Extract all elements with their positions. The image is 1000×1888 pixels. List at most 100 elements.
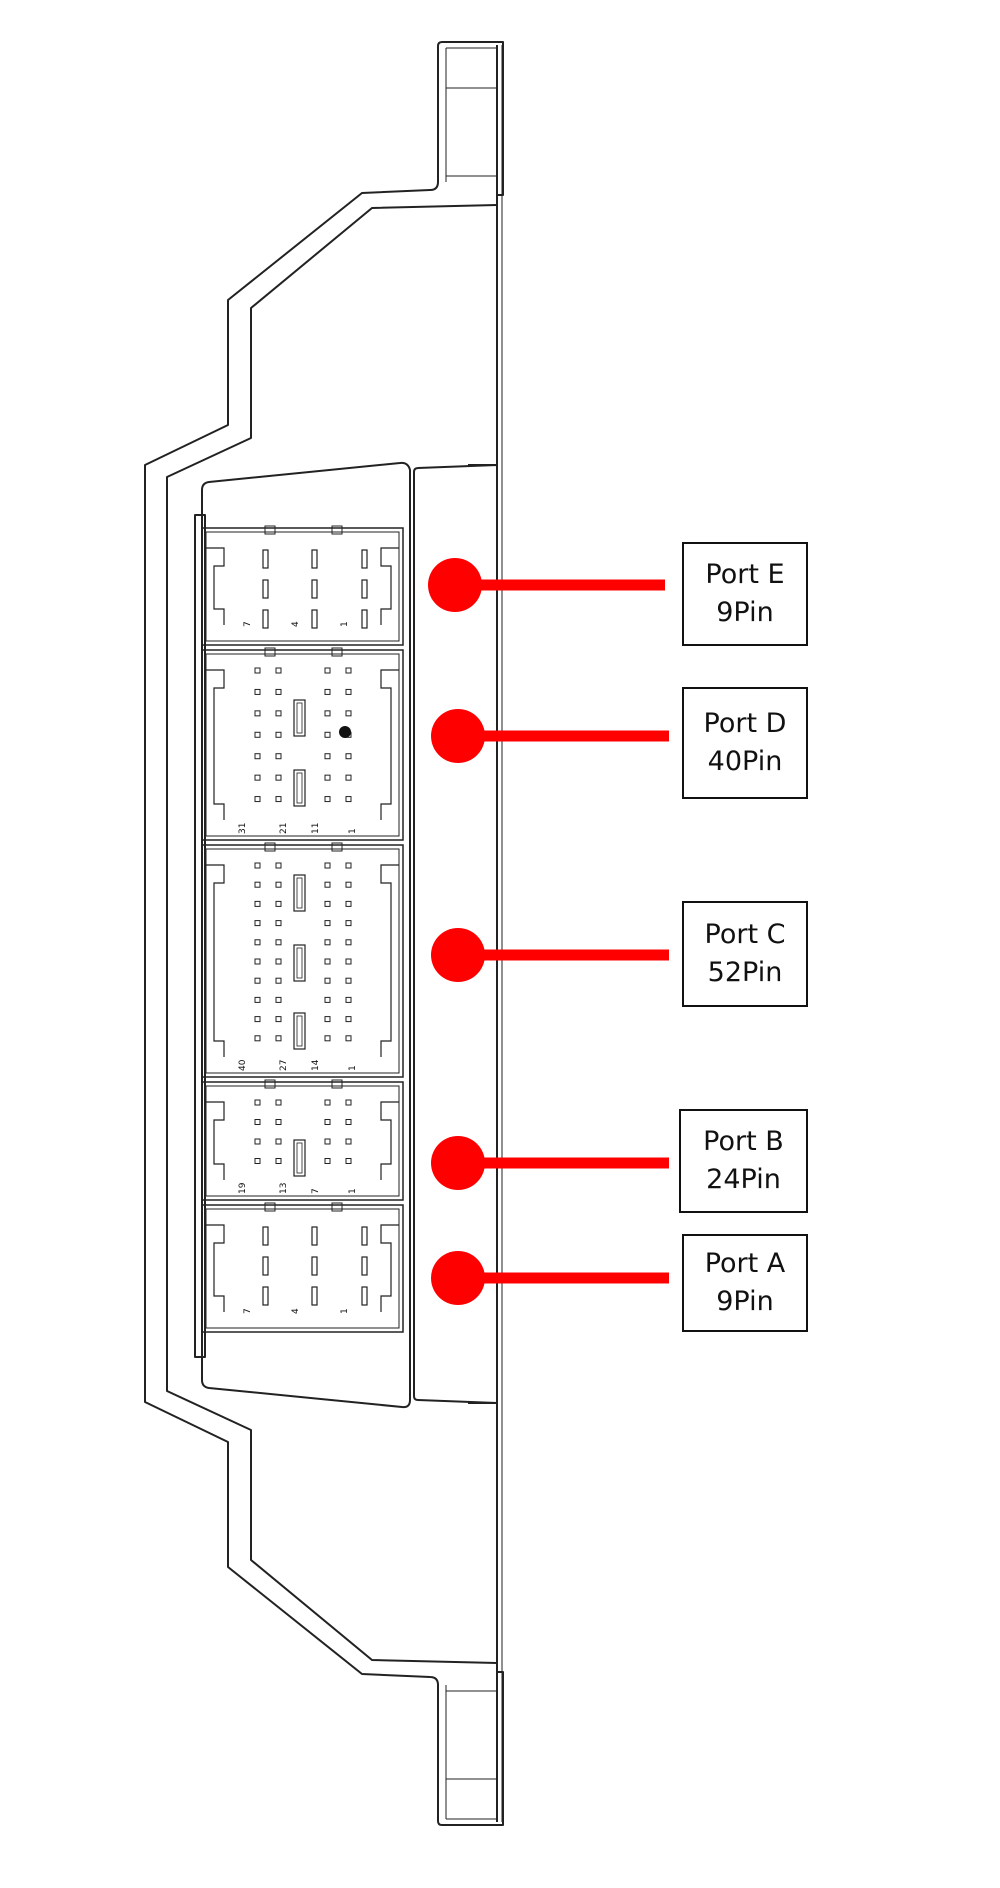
signal-pin [324,939,331,946]
port-pin-count: 9Pin [716,597,774,628]
blade-pin [262,579,269,599]
signal-pin [345,710,352,717]
signal-pin [275,881,282,888]
pin-number-label: 4 [291,621,301,627]
signal-pin [275,920,282,927]
signal-pin [275,688,282,695]
blade-pin [262,1256,269,1276]
connector-port-e [201,525,404,646]
port-pin-count: 40Pin [707,746,783,777]
signal-pin [254,1016,261,1023]
signal-pin [254,958,261,965]
pin-number-label: 14 [311,1059,321,1071]
signal-pin [345,958,352,965]
blade-pin [262,549,269,569]
connector-port-b [201,1079,404,1201]
pin-number-label: 11 [311,823,321,834]
signal-pin [324,958,331,965]
signal-pin [254,920,261,927]
blade-pin [311,549,318,569]
connector-port-a [201,1202,404,1333]
signal-pin [275,753,282,760]
signal-pin [324,1099,331,1106]
port-pin-count: 9Pin [716,1286,774,1317]
signal-pin [324,1119,331,1125]
signal-pin [324,796,331,803]
signal-pin [275,996,282,1003]
signal-pin [345,688,352,695]
signal-pin [324,977,331,984]
connector-port-d [201,647,404,841]
pin-number-label: 1 [340,621,350,627]
signal-pin [345,1099,352,1106]
signal-pin [324,1158,331,1164]
signal-pin [324,710,331,717]
pin-number-label: 7 [243,1308,253,1314]
signal-pin [254,977,261,984]
callout-dot-port-a [431,1251,485,1305]
signal-pin [254,862,261,869]
signal-pin [345,996,352,1003]
signal-pin [275,796,282,803]
blade-pin [262,609,269,629]
blade-pin [311,1256,318,1276]
port-label-a: Port A 9Pin [682,1234,808,1332]
pin-number-label: 31 [238,823,248,834]
signal-pin [345,753,352,760]
signal-pin [254,774,261,781]
signal-pin [345,1138,352,1145]
signal-pin [324,1035,331,1042]
blade-pin [311,579,318,599]
housing-outer-contour [144,181,439,1686]
signal-pin [275,1016,282,1023]
signal-pin [324,688,331,695]
pin-number-label: 7 [311,1188,321,1194]
signal-pin [324,667,331,674]
signal-pin [275,1035,282,1042]
housing-inner-contour [166,204,498,1664]
signal-pin [345,881,352,888]
port-name: Port B [703,1126,784,1157]
signal-pin [324,862,331,869]
signal-pin [275,862,282,869]
signal-pin [324,900,331,907]
blade-pin [262,1226,269,1246]
blade-pin [361,609,368,629]
signal-pin [254,1035,261,1042]
blade-pin [262,1286,269,1306]
signal-pin [324,774,331,781]
signal-pin [275,1138,282,1145]
port-name: Port A [704,1248,786,1279]
callout-dot-port-c [431,928,485,982]
signal-pin [254,667,261,674]
orientation-dot [339,726,351,738]
pin-number-label: 13 [279,1183,289,1194]
signal-pin [275,1099,282,1106]
blade-pin [361,1286,368,1306]
connector-port-c [201,842,404,1078]
pin-number-label: 7 [243,621,253,627]
signal-pin [345,1016,352,1023]
signal-pin [345,900,352,907]
signal-pin [345,862,352,869]
blade-pin [361,1256,368,1276]
signal-pin [345,667,352,674]
blade-pin [311,1286,318,1306]
signal-pin [254,1138,261,1145]
top-mounting-tab [437,41,504,196]
signal-pin [345,1158,352,1164]
port-name: Port C [704,919,786,950]
signal-pin [254,900,261,907]
signal-pin [254,1158,261,1164]
pin-number-label: 21 [279,823,289,834]
port-name: Port D [703,708,787,739]
bottom-mounting-tab [437,1671,504,1826]
callout-dot-port-e [428,558,482,612]
pin-number-label: 27 [279,1060,289,1071]
connector-frame [201,461,411,1409]
signal-pin [275,900,282,907]
signal-pin [324,1016,331,1023]
